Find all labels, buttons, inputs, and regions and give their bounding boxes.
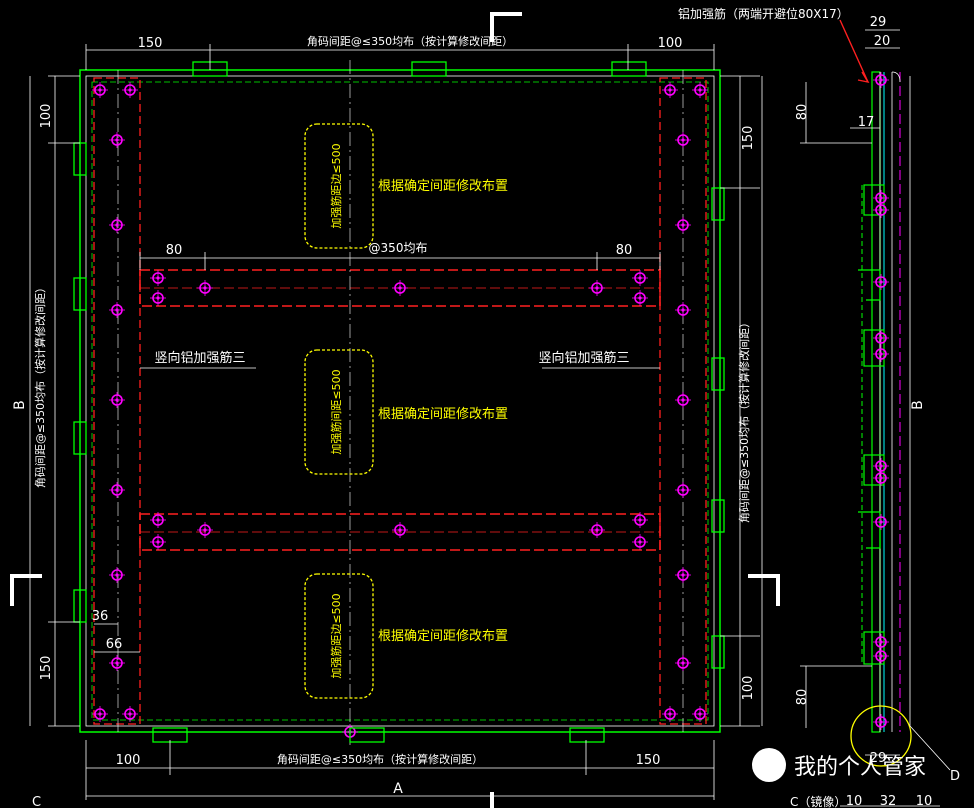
dim-bottom-right: 150: [636, 753, 661, 768]
top-spacing-note: 角码间距@≤350均布（按计算修改间距）: [307, 34, 513, 48]
dim-66: 66: [106, 637, 123, 652]
side-dim-10-b: 10: [916, 794, 933, 808]
view-C-label: C: [32, 795, 41, 808]
dim-top-left: 150: [138, 36, 163, 51]
dim-36: 36: [92, 609, 109, 624]
side-title: 铝加强筋（两端开避位80X17）: [678, 6, 849, 21]
side-dim-29-top: 29: [870, 15, 887, 30]
left-spacing-note: 角码间距@≤350均布（按计算修改间距）: [33, 282, 47, 488]
rib-note-boxes: [304, 123, 374, 699]
side-dim-29-bottom: 29: [870, 751, 887, 766]
rib-note-2: 根据确定间距修改布置: [378, 407, 508, 422]
right-spacing-note: 角码间距@≤350均布（按计算修改间距）: [737, 317, 751, 523]
watermark: 我的个人管家: [752, 748, 926, 782]
rib-note-3: 根据确定间距修改布置: [378, 629, 508, 644]
dim-rib-right: 80: [616, 243, 633, 258]
rib-box-1-label: 加强筋距边≤500: [329, 143, 343, 228]
view-D-label: D: [950, 769, 960, 784]
corner-clips: [73, 61, 725, 743]
view-C-mirror-label: C（镜像）: [790, 794, 846, 808]
rib-note-1: 根据确定间距修改布置: [378, 179, 508, 194]
note-text: 根据确定间距修改布置 根据确定间距修改布置 根据确定间距修改布置 加强筋距边≤5…: [329, 143, 508, 678]
rib-box-3-label: 加强筋距边≤500: [329, 593, 343, 678]
dim-B-right: B: [910, 400, 926, 410]
dim-left-bottom: 150: [39, 656, 54, 681]
vertical-ribs: [93, 77, 707, 725]
dim-rib-left: 80: [166, 243, 183, 258]
side-dim-80-bottom: 80: [795, 689, 810, 706]
dim-right-top: 150: [741, 126, 756, 151]
side-dim-20: 20: [874, 34, 891, 49]
mid-spacing-note: @350均布: [369, 241, 428, 255]
side-dim-10-a: 10: [846, 794, 863, 808]
dim-A: A: [393, 781, 403, 797]
dim-right-bottom: 100: [741, 676, 756, 701]
side-dim-80-top: 80: [795, 104, 810, 121]
side-dim-32: 32: [880, 794, 897, 808]
dimension-text: 150 100 角码间距@≤350均布（按计算修改间距） 100 150 角码间…: [12, 6, 960, 808]
dim-top-right: 100: [658, 36, 683, 51]
dim-bottom-left: 100: [116, 753, 141, 768]
vertical-rib-left-label: 竖向铝加强筋三: [154, 350, 245, 366]
wechat-icon: [752, 748, 786, 782]
bottom-spacing-note: 角码间距@≤350均布（按计算修改间距）: [277, 752, 483, 766]
dimension-lines: [29, 44, 763, 800]
side-section-view: [800, 19, 951, 807]
panel-frame: [79, 69, 721, 733]
view-markers: [10, 12, 780, 808]
vertical-rib-right-label: 竖向铝加强筋三: [538, 350, 629, 366]
watermark-text: 我的个人管家: [794, 755, 927, 780]
rib-box-2-label: 加强筋间距≤500: [329, 369, 343, 454]
dim-left-top: 100: [39, 104, 54, 129]
dim-B-left: B: [12, 400, 28, 410]
side-dim-17: 17: [858, 115, 875, 130]
